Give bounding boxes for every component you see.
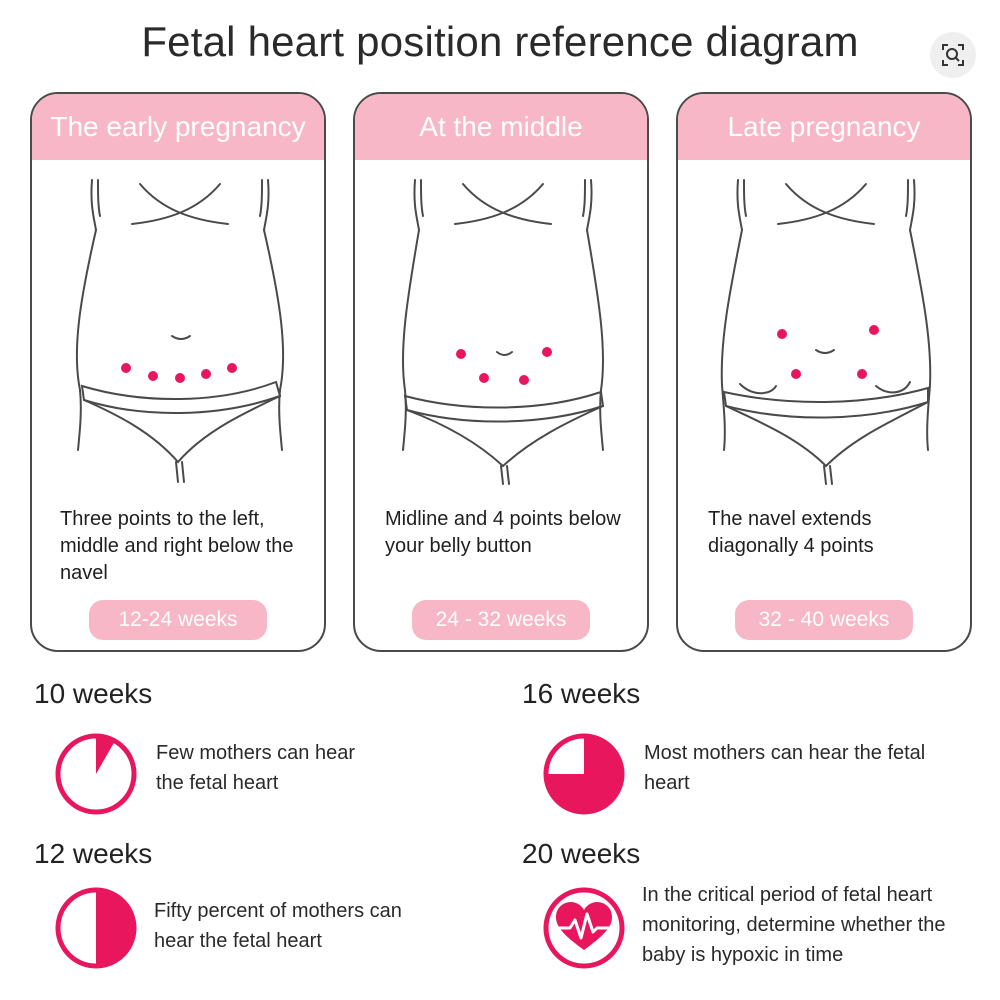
stage-header: At the middle <box>355 94 647 160</box>
stage-card-middle: At the middle Midline and 4 points below… <box>353 92 649 652</box>
milestone-16-weeks: 16 weeks Most mothers can hear the fetal… <box>522 678 972 828</box>
pie-fill <box>546 736 622 812</box>
stage-card-early: The early pregnancy Three points to the … <box>30 92 326 652</box>
pie-clock-icon <box>55 887 137 969</box>
stage-header: The early pregnancy <box>32 94 324 160</box>
pie-fill <box>96 890 134 966</box>
weeks-badge: 12-24 weeks <box>89 600 267 640</box>
torso-illustration <box>75 179 285 483</box>
pie-clock-icon <box>55 733 137 815</box>
milestone-text: In the critical period of fetal heart mo… <box>642 884 946 966</box>
milestone-text: Most mothers can hear the fetal heart <box>644 742 926 794</box>
weeks-badge: 32 - 40 weeks <box>735 600 913 640</box>
stage-description: Midline and 4 points below your belly bu… <box>385 508 621 557</box>
milestone-20-weeks: 20 weeks In the critical period of fetal… <box>522 838 972 988</box>
heartbeat-icon <box>543 887 625 969</box>
stage-description: The navel extends diagonally 4 points <box>708 508 874 557</box>
weeks-badge: 24 - 32 weeks <box>412 600 590 640</box>
milestone-title: 16 weeks <box>522 678 641 709</box>
page-title: Fetal heart position reference diagram <box>141 18 859 65</box>
torso-illustration <box>401 179 605 485</box>
milestone-title: 12 weeks <box>34 838 153 869</box>
image-search-button[interactable] <box>930 32 976 78</box>
stage-description: Three points to the left, middle and rig… <box>60 508 294 584</box>
stage-header: Late pregnancy <box>678 94 970 160</box>
milestone-12-weeks: 12 weeks Fifty percent of mothers can he… <box>34 838 474 988</box>
milestone-title: 10 weeks <box>34 678 153 709</box>
pie-fill <box>96 736 115 774</box>
milestone-text: Fifty percent of mothers can hear the fe… <box>154 900 402 952</box>
image-search-icon <box>942 44 964 66</box>
milestone-title: 20 weeks <box>522 838 641 869</box>
milestone-text: Few mothers can hear the fetal heart <box>156 742 355 794</box>
pie-clock-icon <box>543 733 625 815</box>
stage-card-late: Late pregnancy The navel extends diagona… <box>676 92 972 652</box>
torso-illustration <box>720 179 932 485</box>
milestone-10-weeks: 10 weeks Few mothers can hear the fetal … <box>34 678 474 828</box>
